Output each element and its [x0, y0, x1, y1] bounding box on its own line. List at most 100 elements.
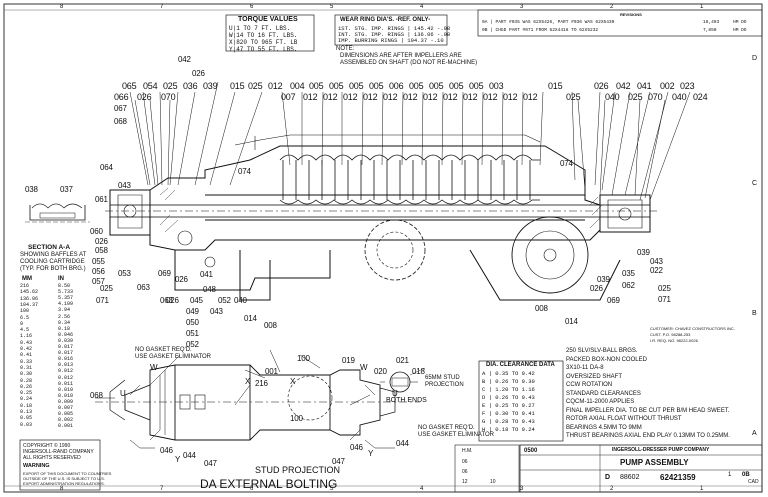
revision-header: REVISIONS — [620, 12, 642, 17]
callout-balloon: 007 — [281, 92, 296, 102]
conversion-mm-value: 0.26 — [20, 383, 33, 390]
drawing-title: PUMP ASSEMBLY — [620, 458, 689, 467]
callout-balloon: 043 — [118, 181, 131, 190]
callout-balloon: 042 — [178, 55, 191, 64]
callout-balloon: 052 — [186, 340, 199, 349]
callout-balloon: 043 — [650, 257, 663, 266]
callout-balloon: 057 — [92, 277, 105, 286]
conversion-mm-value: 136.06 — [20, 295, 39, 302]
clearance-row: D | 0.26 TO 0.43 — [482, 394, 535, 401]
zone-number: 2 — [610, 486, 614, 492]
callout-balloon: 063 — [160, 296, 173, 305]
callout-balloon: 046 — [160, 446, 173, 455]
bolting-title: DA EXTERNAL BOLTING — [200, 477, 338, 491]
callout-balloon: 003 — [489, 81, 504, 91]
conversion-mm-value: 100 — [20, 308, 30, 315]
note-line: CQCM-11-2000 APPLIES — [566, 399, 635, 405]
callout-balloon: 004 — [290, 81, 305, 91]
callout-balloon: 008 — [535, 304, 548, 313]
bolting-leaders — [95, 349, 376, 441]
zone-number: 5 — [330, 486, 334, 492]
conversion-in-value: 5.733 — [58, 289, 74, 296]
callout-balloon: 065 — [122, 81, 137, 91]
conversion-mm-value: 0.05 — [20, 415, 33, 422]
callout-balloon: 043 — [210, 307, 223, 316]
zone-number: 2 — [610, 4, 614, 10]
torque-row-x: X|820 TO 965 FT. LB — [229, 39, 298, 46]
section-line-1: SHOWING BAFFLES AT — [20, 252, 87, 258]
callout-balloon: 002 — [660, 81, 675, 91]
revision-row-0a: 0A | PART #035 WAS 62X5426, PART #036 WA… — [482, 20, 615, 25]
customer-line-2: CUST. P.O. 98288-253 — [650, 332, 691, 337]
callout-balloon: 036 — [183, 81, 198, 91]
callout-balloon: 012 — [483, 92, 498, 102]
section-line-3: (TYP. FOR BOTH BRG.) — [20, 266, 86, 272]
conversion-mm-value: 0.43 — [20, 339, 33, 346]
clearance-row: A | 0.35 TO 0.42 — [482, 370, 535, 377]
callout-balloon: 018 — [412, 367, 425, 376]
title-revision: 0B — [742, 472, 750, 478]
callout-balloon: 020 — [374, 367, 387, 376]
torque-row-u: U|1 TO 7 FT. LBS. — [229, 25, 291, 32]
conversion-in-value: 0.007 — [58, 405, 74, 411]
stud-projection-line-2: PROJECTION — [425, 382, 464, 388]
zone-number: 3 — [520, 486, 524, 492]
conversion-in-value: 0.005 — [58, 411, 74, 418]
conversion-mm-value: 9 — [20, 320, 24, 327]
callout-balloon: 069 — [158, 269, 171, 278]
zone-number: 1 — [700, 486, 704, 492]
callout-balloon: 012 — [403, 92, 418, 102]
callout-balloon: 051 — [186, 329, 199, 338]
zone-number: 7 — [160, 486, 164, 492]
conversion-mm-value: 1.16 — [20, 333, 33, 340]
callout-balloon: 070 — [648, 92, 663, 102]
conversion-mm-value: 0.33 — [20, 358, 33, 365]
revision-by-2: HM DO — [733, 28, 747, 33]
callout-balloon: 069 — [607, 296, 620, 305]
bolt-letter: Y — [368, 449, 374, 458]
callout-balloon: 012 — [363, 92, 378, 102]
warning-title: WARNING — [23, 463, 50, 469]
callout-balloon: 012 — [423, 92, 438, 102]
torque-row-y: Y|47 TO 55 FT. LBS. — [229, 46, 298, 53]
note-line: BEARINGS 4.5MM TO 9MM — [566, 424, 642, 431]
revision-by-1: HM DO — [733, 20, 747, 25]
callout-balloon: 067 — [114, 104, 127, 113]
callout-balloon: 041 — [637, 81, 652, 91]
callout-balloon: 025 — [100, 284, 113, 293]
conversion-in-value: 0.002 — [58, 417, 74, 424]
callout-balloon: 037 — [60, 185, 73, 194]
callout-balloon: 005 — [409, 81, 424, 91]
conversion-in-value: 0.016 — [58, 356, 74, 363]
callout-balloon: 025 — [248, 81, 263, 91]
note-line: PACKED BOX-NON COOLED — [566, 356, 647, 363]
bolt-letter: U — [120, 389, 126, 398]
callout-balloon: 012 — [343, 92, 358, 102]
callout-balloon: 100 — [297, 354, 310, 363]
callout-balloon: 060 — [90, 227, 103, 236]
callout-balloon: 012 — [323, 92, 338, 102]
pump-section-view — [105, 134, 660, 301]
section-a-a-detail — [25, 203, 90, 223]
callout-balloon: 053 — [118, 269, 131, 278]
clearance-row: G | 0.28 TO 0.43 — [482, 418, 535, 425]
bolt-letter: Y — [175, 455, 181, 464]
title-sheet: 1 — [728, 472, 732, 478]
callout-balloon: 068 — [90, 391, 103, 400]
gasket-note-2-line-2: USE GASKET ELIMINATOR — [418, 432, 495, 438]
callout-balloon: 046 — [350, 443, 363, 452]
warning-line-2: OUTSIDE OF THE U.S. IS SUBJECT TO U.S. — [23, 476, 105, 481]
callout-balloon: 012 — [503, 92, 518, 102]
callout-balloon: 064 — [100, 163, 113, 172]
conversion-in-value: 0.010 — [58, 392, 74, 399]
conversion-mm-value: 0.24 — [20, 396, 33, 403]
callout-balloon: 015 — [230, 81, 245, 91]
callout-balloon: 039 — [637, 248, 650, 257]
title-scale: 0500 — [524, 448, 538, 454]
callout-balloon: 070 — [161, 92, 176, 102]
conversion-in-value: 0.009 — [58, 398, 74, 405]
callout-balloon: 005 — [309, 81, 324, 91]
conversion-in-value: 0.011 — [58, 380, 74, 387]
zone-number: 3 — [520, 4, 524, 10]
section-line-2: COOLING CARTRIDGE — [20, 259, 85, 265]
